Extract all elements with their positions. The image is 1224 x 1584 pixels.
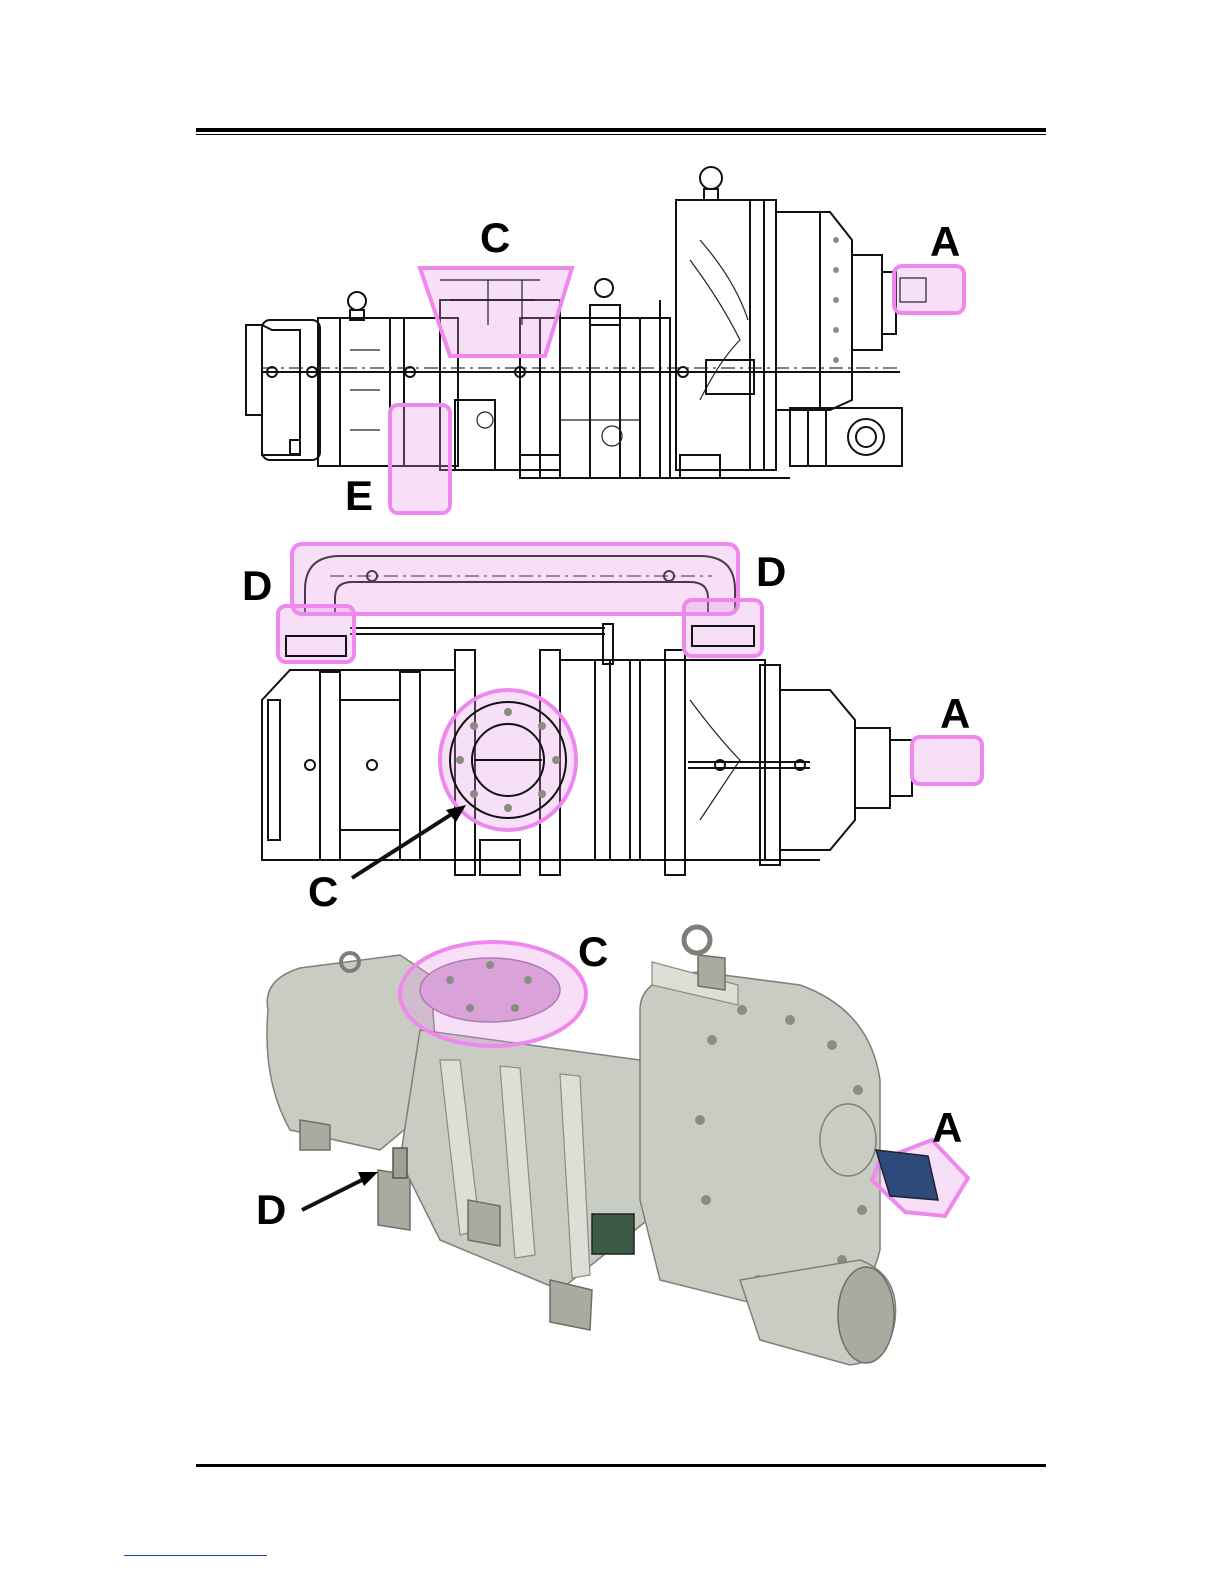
- label-a-top: A: [930, 218, 960, 265]
- footer-rule: [196, 1464, 1046, 1467]
- label-c-side: C: [308, 868, 338, 915]
- highlight-d-right: [684, 600, 762, 656]
- label-a-photo: A: [932, 1104, 962, 1151]
- highlight-d-left: [278, 606, 354, 662]
- highlight-d-pipe: [292, 544, 738, 614]
- label-c-photo: C: [578, 928, 608, 975]
- label-d-left-side: D: [242, 562, 272, 609]
- label-d-photo: D: [256, 1186, 286, 1233]
- footer-link-underline[interactable]: [124, 1555, 267, 1556]
- label-e-top: E: [345, 472, 373, 519]
- highlight-e-top: [390, 405, 450, 513]
- highlight-a-side: [912, 737, 982, 784]
- highlight-c-top: [420, 268, 572, 356]
- label-d-right-side: D: [756, 548, 786, 595]
- label-c-top: C: [480, 214, 510, 261]
- highlight-a-top: [894, 266, 964, 313]
- label-a-side: A: [940, 690, 970, 737]
- top-view-drawing: [246, 167, 902, 478]
